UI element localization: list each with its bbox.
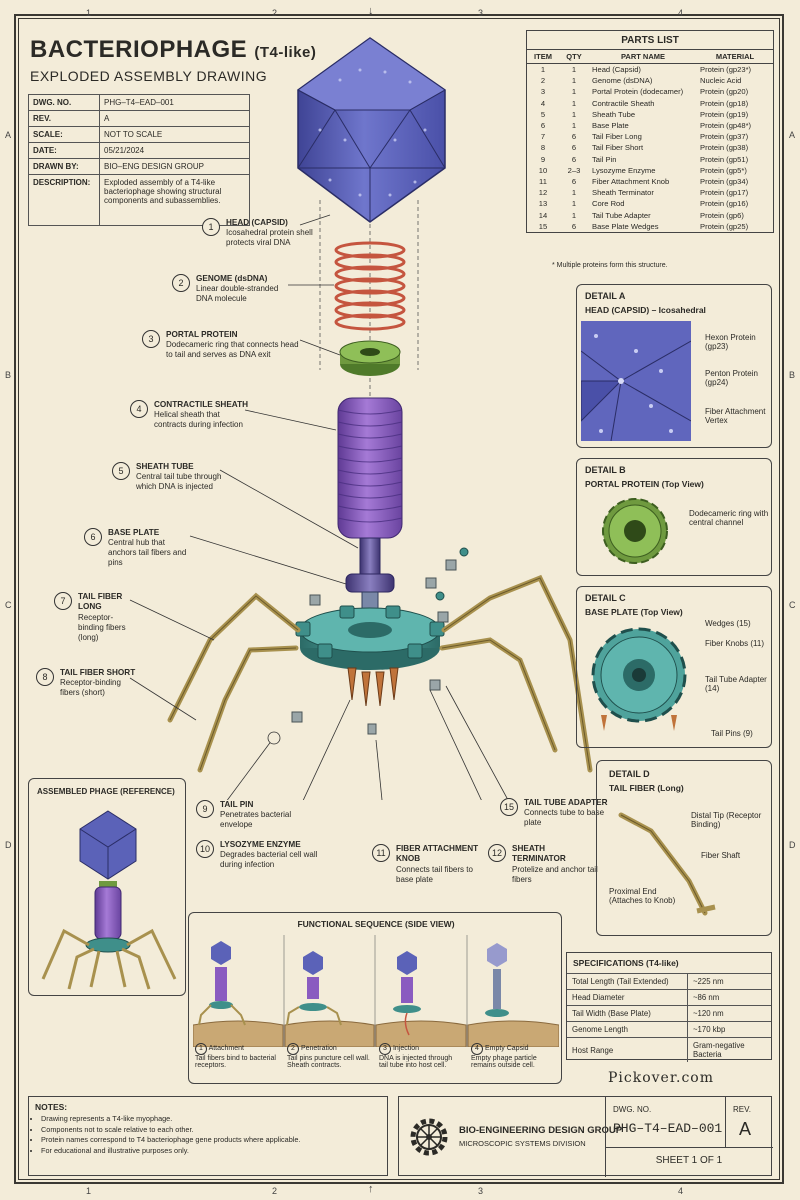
detail-b-panel: DETAIL B PORTAL PROTEIN (Top View) Dodec… [576,458,772,576]
sheath-part [337,397,403,539]
portal-detail-drawing [602,498,668,564]
arrow-down-icon: ↓ [368,5,374,17]
baseplate-detail-drawing [591,627,687,731]
functional-sequence-panel: FUNCTIONAL SEQUENCE (SIDE VIEW) 1 Attach… [188,912,562,1084]
fiber-detail-drawing [618,812,716,916]
zone-marker: 4 [678,8,684,18]
baseplate-part [295,605,445,670]
detail-c-panel: DETAIL C BASE PLATE (Top View) Wedges (1… [576,586,772,748]
assembled-phage-panel: ASSEMBLED PHAGE (REFERENCE) [28,778,186,996]
zone-marker: 3 [478,8,484,18]
arrow-up-icon: ↑ [368,1183,374,1195]
sheet-inner-border [18,18,780,1180]
sequence-drawing [193,935,559,1047]
zone-marker: C [789,600,796,610]
zone-marker: D [5,840,12,850]
sheath-terminator-part [345,573,395,593]
drawing-info-table: DWG. NO.PHG–T4–EAD–001 REV.A SCALE:NOT T… [28,94,250,226]
zone-marker: A [5,130,12,140]
parts-list: PARTS LIST ITEM QTY PART NAME MATERIAL 1… [526,30,774,233]
zone-marker: 4 [678,1186,684,1196]
zone-marker: C [5,600,12,610]
zone-marker: 2 [272,8,278,18]
zone-marker: B [5,370,12,380]
specifications-panel: SPECIFICATIONS (T4-like) Total Length (T… [566,952,772,1062]
zone-marker: 2 [272,1186,278,1196]
specifications-table: Total Length (Tail Extended)~225 nm Head… [567,973,771,1062]
watermark: Pickover.com [608,1070,714,1086]
exploded-drawing [129,37,593,800]
zone-marker: B [789,370,796,380]
step-3-drawing [393,951,421,1036]
title-block: BIO-ENGINEERING DESIGN GROUP MICROSCOPIC… [398,1096,773,1177]
detail-a-panel: DETAIL A HEAD (CAPSID) – Icosahedral Hex… [576,284,772,448]
parts-note: * Multiple proteins form this structure. [552,262,668,269]
step-2-drawing [286,951,342,1026]
sheet-border [14,14,784,1184]
capsid-detail-drawing [581,321,691,441]
zone-marker: 3 [478,1186,484,1196]
detail-d-panel: DETAIL D TAIL FIBER (Long) Distal Tip (R… [596,760,772,936]
dna-coil-part [334,241,406,331]
gear-logo-icon [410,1118,448,1156]
capsid-part [297,37,446,223]
zone-marker: A [789,130,796,140]
portal-part [339,340,401,376]
parts-list-title: PARTS LIST [527,31,773,50]
step-1-drawing [198,941,246,1026]
assembled-phage-drawing [41,810,177,990]
zone-marker: 1 [86,1186,92,1196]
zone-marker: D [789,840,796,850]
step-4-drawing [485,943,509,1017]
tail-pin-part [347,667,399,707]
page-title: BACTERIOPHAGE (T4-like) [30,36,317,63]
zone-marker: 1 [86,8,92,18]
notes-panel: NOTES: Drawing represents a T4-like myop… [28,1096,388,1176]
page-subtitle: EXPLODED ASSEMBLY DRAWING [30,68,268,84]
attachment-knob-part [291,559,457,735]
